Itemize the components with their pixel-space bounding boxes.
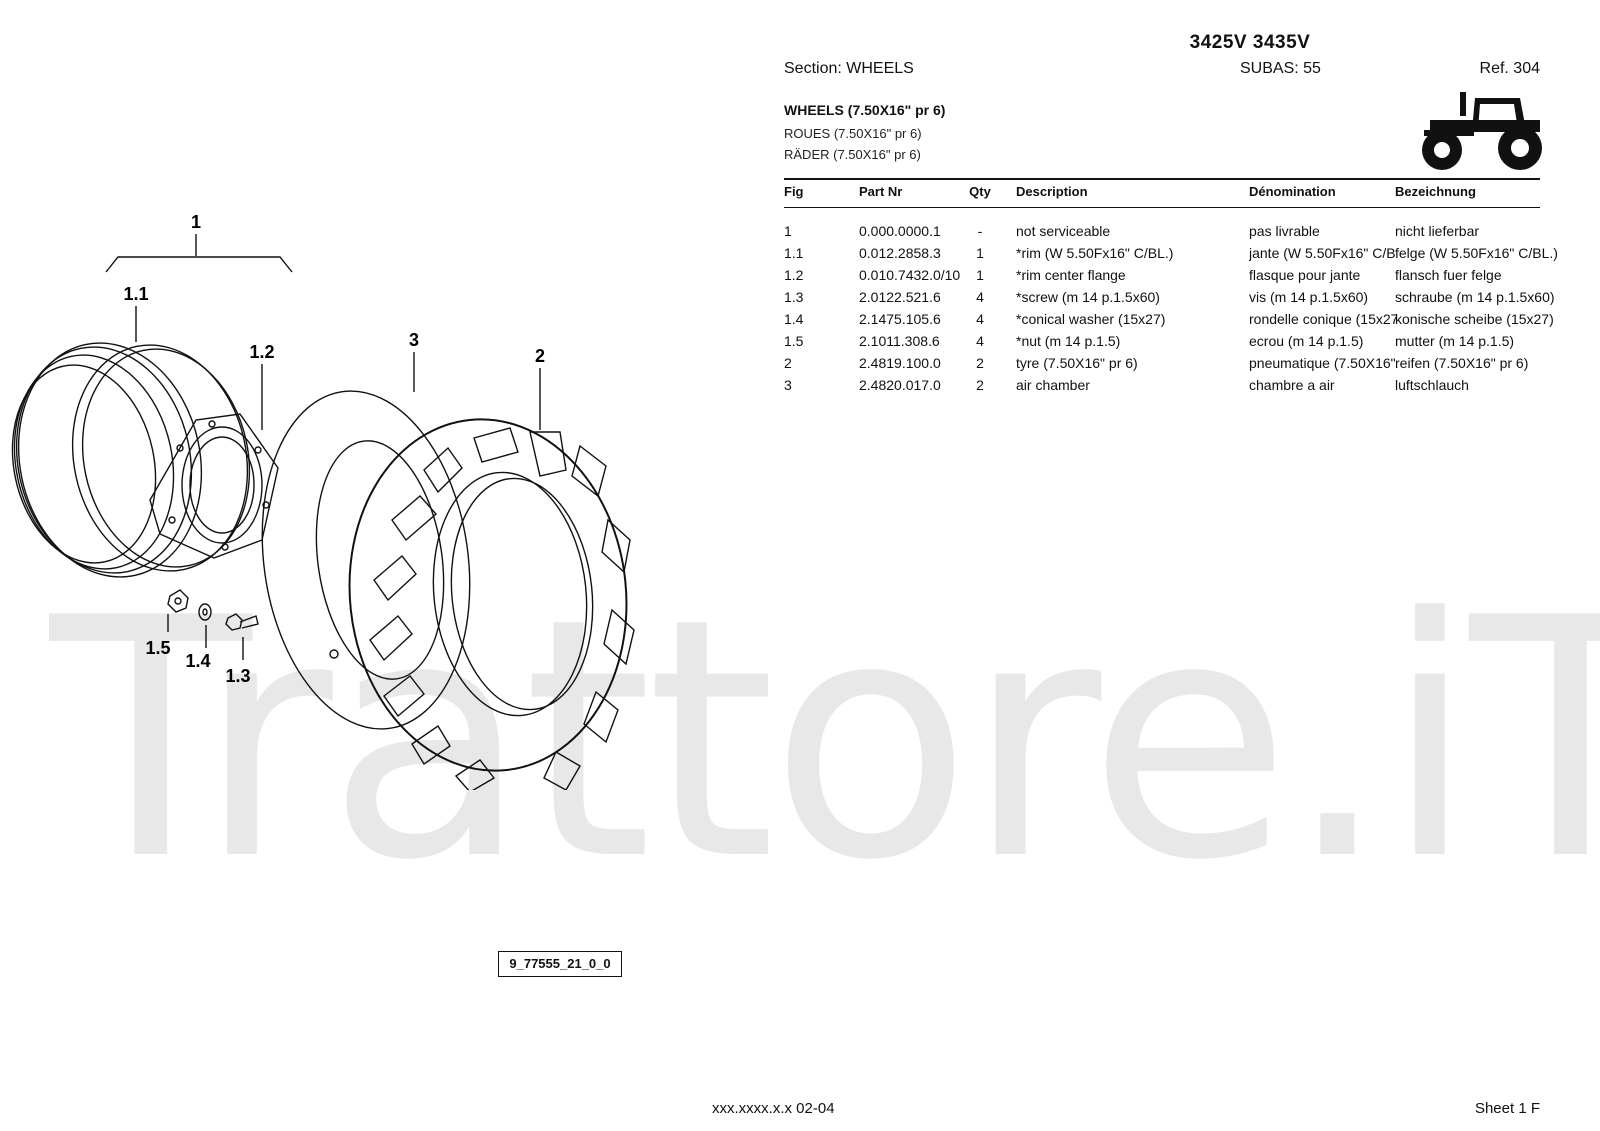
table-row: 1 0.000.0000.1 - not serviceable pas liv… (0, 223, 1600, 244)
callout-1-2: 1.2 (249, 342, 274, 362)
table-header-rule (784, 207, 1540, 208)
cell-fig: 2 (784, 355, 792, 371)
cell-den: rondelle conique (15x27 (1249, 311, 1397, 327)
col-part: Part Nr (859, 184, 903, 199)
cell-den: chambre a air (1249, 377, 1335, 393)
section-label: Section: WHEELS (784, 60, 914, 77)
cell-desc: not serviceable (1016, 223, 1111, 239)
cell-fig: 1.5 (784, 333, 804, 349)
cell-qty: 2 (976, 355, 984, 371)
cell-den: ecrou (m 14 p.1.5) (1249, 333, 1364, 349)
cell-fig: 3 (784, 377, 792, 393)
group-title: WHEELS (7.50X16" pr 6) (784, 102, 946, 118)
cell-desc: *conical washer (15x27) (1016, 311, 1166, 327)
cell-qty: 1 (976, 245, 984, 261)
col-bez: Bezeichnung (1395, 184, 1476, 199)
cell-bez: felge (W 5.50Fx16" C/BL.) (1395, 245, 1558, 261)
cell-qty: 4 (976, 289, 984, 305)
cell-bez: schraube (m 14 p.1.5x60) (1395, 289, 1555, 305)
subas-label: SUBAS: 55 (1240, 60, 1321, 77)
callout-1-5: 1.5 (145, 638, 170, 658)
table-row: 2 2.4819.100.0 2 tyre (7.50X16" pr 6) pn… (0, 355, 1600, 376)
cell-part: 2.1011.308.6 (859, 333, 940, 349)
footer-sheet: Sheet 1 F (1474, 1100, 1540, 1117)
tractor-icon (1422, 92, 1542, 170)
table-row: 1.3 2.0122.521.6 4 *screw (m 14 p.1.5x60… (0, 289, 1600, 310)
callout-1-4: 1.4 (185, 651, 210, 671)
cell-bez: luftschlauch (1395, 377, 1469, 393)
cell-bez: konische scheibe (15x27) (1395, 311, 1554, 327)
cell-desc: air chamber (1016, 377, 1090, 393)
cell-den: flasque pour jante (1249, 267, 1361, 283)
cell-desc: *rim (W 5.50Fx16" C/BL.) (1016, 245, 1174, 261)
callout-1: 1 (191, 212, 201, 232)
footer-code: xxx.xxxx.x.x 02-04 (712, 1100, 835, 1117)
cell-part: 2.0122.521.6 (859, 289, 941, 305)
callout-1-3: 1.3 (225, 666, 250, 686)
table-row: 3 2.4820.017.0 2 air chamber chambre a a… (0, 377, 1600, 398)
ref-label: Ref. 304 (1479, 60, 1540, 77)
exploded-drawing: 1 1.1 1.2 3 2 1.5 1.4 1.3 (11, 212, 635, 790)
cell-qty: 2 (976, 377, 984, 393)
cell-desc: *rim center flange (1016, 267, 1126, 283)
cell-den: jante (W 5.50Fx16" C/B (1249, 245, 1396, 261)
group-title-fr: ROUES (7.50X16" pr 6) (784, 126, 922, 141)
cell-fig: 1.4 (784, 311, 804, 327)
cell-part: 0.012.2858.3 (859, 245, 941, 261)
cell-fig: 1.2 (784, 267, 804, 283)
cell-desc: *screw (m 14 p.1.5x60) (1016, 289, 1160, 305)
callout-1-1: 1.1 (123, 284, 148, 304)
cell-bez: flansch fuer felge (1395, 267, 1502, 283)
cell-fig: 1 (784, 223, 792, 239)
col-fig: Fig (784, 184, 804, 199)
watermark: Trattore.iT (50, 548, 1600, 932)
cell-fig: 1.3 (784, 289, 804, 305)
cell-bez: nicht lieferbar (1395, 223, 1480, 239)
col-den: Dénomination (1249, 184, 1336, 199)
cell-part: 2.4819.100.0 (859, 355, 941, 371)
table-row: 1.5 2.1011.308.6 4 *nut (m 14 p.1.5) ecr… (0, 333, 1600, 354)
cell-bez: mutter (m 14 p.1.5) (1395, 333, 1515, 349)
table-row: 1.2 0.010.7432.0/10 1 *rim center flange… (0, 267, 1600, 288)
cell-part: 0.010.7432.0/10 (859, 267, 961, 283)
cell-part: 2.1475.105.6 (859, 311, 941, 327)
cell-qty: 1 (976, 267, 984, 283)
cell-desc: tyre (7.50X16" pr 6) (1016, 355, 1138, 371)
group-title-de: RÄDER (7.50X16" pr 6) (784, 147, 921, 162)
table-row: 1.4 2.1475.105.6 4 *conical washer (15x2… (0, 311, 1600, 332)
callout-3: 3 (409, 330, 419, 350)
col-qty: Qty (969, 184, 991, 199)
cell-part: 2.4820.017.0 (859, 377, 941, 393)
cell-qty: 4 (976, 311, 984, 327)
cell-bez: reifen (7.50X16" pr 6) (1395, 355, 1529, 371)
col-desc: Description (1016, 184, 1088, 199)
cell-part: 0.000.0000.1 (859, 223, 941, 239)
cell-den: pneumatique (7.50X16" (1249, 355, 1396, 371)
cell-desc: *nut (m 14 p.1.5) (1016, 333, 1121, 349)
drawing-ref-code: 9_77555_21_0_0 (498, 951, 622, 977)
cell-qty: - (977, 223, 983, 239)
cell-fig: 1.1 (784, 245, 804, 261)
table-top-rule (784, 178, 1540, 180)
cell-den: vis (m 14 p.1.5x60) (1249, 289, 1369, 305)
cell-den: pas livrable (1249, 223, 1320, 239)
callout-2: 2 (535, 346, 545, 366)
model-title: 3425V 3435V (1189, 32, 1311, 53)
table-row: 1.1 0.012.2858.3 1 *rim (W 5.50Fx16" C/B… (0, 245, 1600, 266)
cell-qty: 4 (976, 333, 984, 349)
